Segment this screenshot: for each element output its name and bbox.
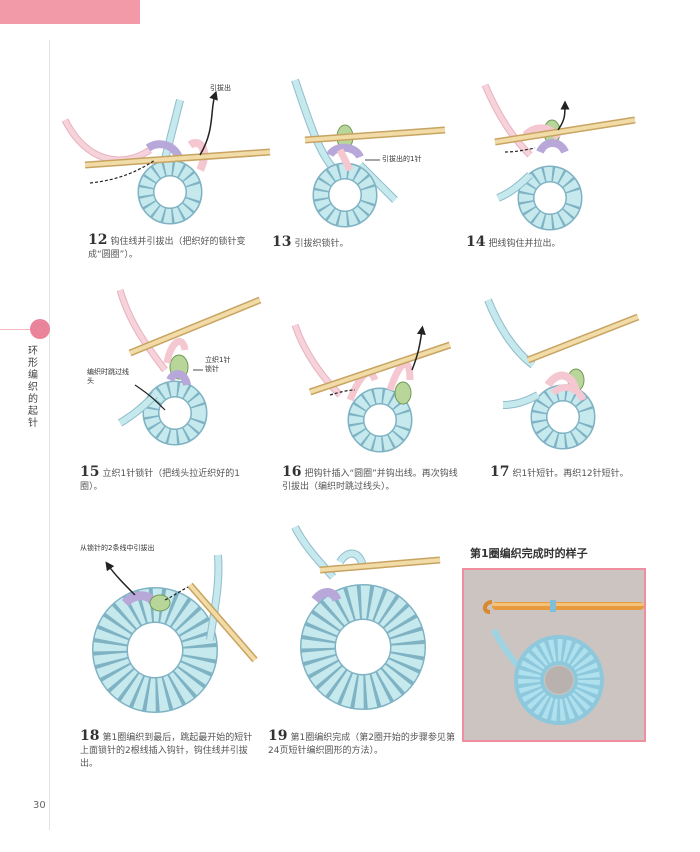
label-from-stitch-18: 从锁针的2条线中引拔出 [80,544,155,552]
photo-title: 第1圈编织完成时的样子 [470,547,588,560]
step-text: 引拔织锁针。 [294,239,349,249]
step-text: 织1针短针。再织12针短针。 [512,469,629,479]
illustration-step-13 [291,78,446,235]
step-number: 15 [80,464,100,480]
step-number: 13 [272,234,292,250]
step-number: 12 [88,232,108,248]
section-dot-icon [30,319,50,339]
label-pull-out-12: 引拔出 [210,84,231,92]
finished-round-photo [462,568,646,742]
side-rule [0,329,49,330]
step-number: 14 [466,234,486,250]
step-number: 16 [282,464,302,480]
step-text: 把线钩住并拉出。 [488,239,561,249]
illustration-step-15 [116,289,262,455]
step-text: 第1圈编织完成（第2圈开始的步骤参见第24页短针编织圆形的方法）。 [268,733,455,756]
illustration-step-19 [291,525,441,717]
step-number: 18 [80,728,100,744]
label-chain-stitch-15: 立织1针锁针 [205,356,231,373]
step-number: 19 [268,728,288,744]
step-text: 钩住线并引拔出（把织好的锁针变成“圆圈”）。 [88,237,246,260]
side-section-title: 环形编织的起针 [28,346,38,429]
step-text: 立织1针锁针（把线头拉近织好的1圈）。 [80,469,240,492]
page-number: 30 [33,800,46,811]
illustration-step-12 [61,90,271,230]
step-text: 第1圈编织到最后，跳起最开始的短针上面锁针的2根线插入钩针，钩住线并引拔出。 [80,733,253,769]
step-number: 17 [490,464,510,480]
illustration-step-17 [484,298,640,455]
illustration-step-14 [481,83,636,235]
illustration-step-16 [291,323,452,460]
illustration-step-18 [70,554,258,720]
label-pulled-stitch-13: 引拔出的1针 [382,155,422,163]
top-color-bar [0,0,140,24]
page-margin-line [49,40,50,830]
crochet-photo-image [464,570,644,740]
label-yarn-tail-15: 编织时跳过线头 [87,368,129,385]
step-text: 把钩针插入“圆圈”并钩出线。再次钩线引拔出（编织时跳过线头）。 [282,469,458,492]
